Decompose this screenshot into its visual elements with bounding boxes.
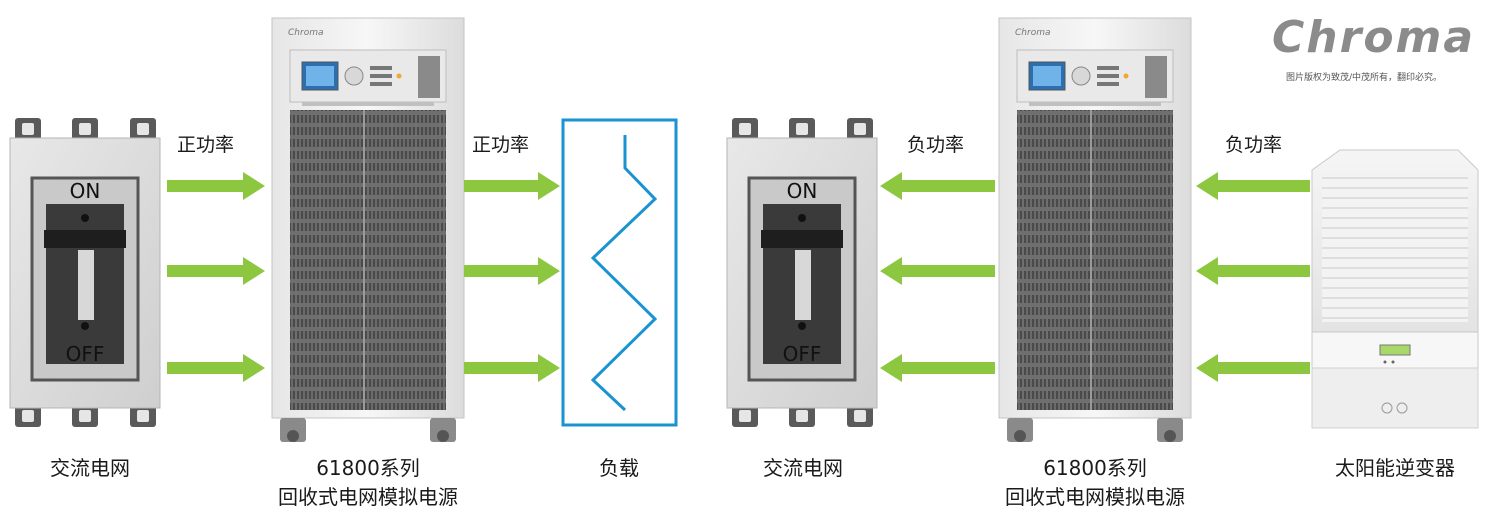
arrow-inverter-to-source-3 — [1196, 354, 1310, 382]
breaker-right — [726, 118, 878, 427]
arrow-grid-to-source-1 — [167, 172, 265, 200]
mount-tabs-top — [15, 118, 156, 140]
arrow-source-to-grid-1 — [880, 172, 995, 200]
resistor-zigzag — [590, 135, 658, 412]
caption-source-right-line1: 61800系列 — [1043, 456, 1147, 480]
grid-simulator-cabinet-left — [271, 17, 465, 442]
switch-on-label-left: ON — [69, 179, 101, 203]
switch-off-label-right: OFF — [782, 342, 822, 366]
arrow-grid-to-source-2 — [167, 257, 265, 285]
arrow-inverter-to-source-2 — [1196, 257, 1310, 285]
caption-inverter-text: 太阳能逆变器 — [1335, 456, 1455, 480]
cabinet-brand-left: Chroma — [288, 28, 323, 38]
caption-grid-left: 交流电网 — [15, 454, 165, 483]
flow-label-negative-2: 负功率 — [1225, 134, 1283, 156]
caption-source-right: 61800系列 回收式电网模拟电源 — [955, 454, 1235, 512]
arrow-source-to-grid-2 — [880, 257, 995, 285]
cabinet-vent-grille — [290, 110, 446, 410]
caption-inverter: 太阳能逆变器 — [1305, 454, 1485, 483]
caption-grid-right-text: 交流电网 — [763, 456, 843, 480]
caption-source-left: 61800系列 回收式电网模拟电源 — [228, 454, 508, 512]
caption-source-left-line1: 61800系列 — [316, 456, 420, 480]
chroma-logo: Chroma — [1272, 12, 1476, 63]
inverter-display — [1379, 344, 1411, 356]
arrow-grid-to-source-3 — [167, 354, 265, 382]
caption-load-text: 负载 — [599, 456, 639, 480]
switch-off-label-left: OFF — [65, 342, 105, 366]
arrow-source-to-load-1 — [464, 172, 560, 200]
grid-simulator-cabinet-right — [998, 17, 1192, 442]
caption-grid-left-text: 交流电网 — [50, 456, 130, 480]
switch-on-label-right: ON — [786, 179, 818, 203]
mount-tabs-bottom — [15, 405, 156, 427]
arrow-inverter-to-source-1 — [1196, 172, 1310, 200]
cabinet-vent-grille — [1017, 110, 1173, 410]
breaker-left — [9, 118, 161, 427]
caption-load: 负载 — [569, 454, 669, 483]
toggle-lever — [44, 230, 126, 248]
flow-label-negative-1: 负功率 — [907, 134, 965, 156]
arrow-source-to-grid-3 — [880, 354, 995, 382]
power-flow-arrows — [167, 172, 1310, 382]
cabinet-knob — [1071, 66, 1091, 86]
flow-label-positive-2: 正功率 — [472, 134, 530, 156]
caption-source-left-line2: 回收式电网模拟电源 — [278, 485, 458, 509]
solar-inverter — [1311, 149, 1479, 429]
cabinet-brand-right: Chroma — [1015, 28, 1050, 38]
caption-source-right-line2: 回收式电网模拟电源 — [1005, 485, 1185, 509]
mount-tabs-top-right — [732, 118, 873, 140]
arrow-source-to-load-3 — [464, 354, 560, 382]
load-resistor — [561, 118, 678, 427]
flow-label-positive-1: 正功率 — [177, 134, 235, 156]
cabinet-knob — [344, 66, 364, 86]
inverter-vent — [1322, 176, 1468, 322]
mount-tabs-bottom-right — [732, 405, 873, 427]
arrow-source-to-load-2 — [464, 257, 560, 285]
load-box — [561, 118, 678, 427]
toggle-lever — [761, 230, 843, 248]
copyright-note: 图片版权为致茂/中茂所有，翻印必究。 — [1286, 73, 1443, 83]
caption-grid-right: 交流电网 — [728, 454, 878, 483]
